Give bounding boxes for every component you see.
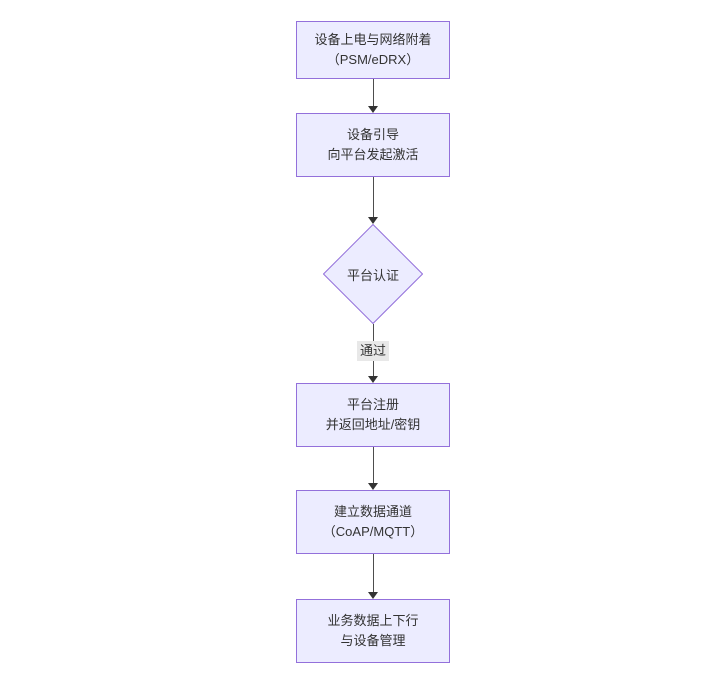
node-label-line1: 平台注册 xyxy=(346,397,399,412)
node-label-line1: 建立数据通道 xyxy=(333,504,412,519)
edge-line xyxy=(372,177,374,217)
node-label-line1: 设备引导 xyxy=(346,127,399,142)
node-bootstrap: 设备引导 向平台发起激活 xyxy=(296,113,450,177)
node-business-mgmt: 业务数据上下行 与设备管理 xyxy=(296,599,450,663)
edge-line xyxy=(372,554,374,592)
edge-auth-to-register: 通过 xyxy=(356,324,390,383)
arrowhead-down-icon xyxy=(368,376,378,383)
edge-line xyxy=(372,79,374,106)
node-power-attach: 设备上电与网络附着 （PSM/eDRX） xyxy=(296,21,450,79)
node-label-line2: 并返回地址/密钥 xyxy=(325,417,421,432)
node-label-line1: 业务数据上下行 xyxy=(327,613,419,628)
node-label-line1: 设备上电与网络附着 xyxy=(314,32,432,47)
node-label-line2: 向平台发起激活 xyxy=(327,147,419,162)
edge-power-to-bootstrap xyxy=(368,79,378,113)
node-label-line2: 与设备管理 xyxy=(340,633,406,648)
edge-channel-to-business xyxy=(368,554,378,599)
arrowhead-down-icon xyxy=(368,483,378,490)
node-data-channel: 建立数据通道 （CoAP/MQTT） xyxy=(296,490,450,554)
node-platform-auth: 平台认证 xyxy=(323,224,423,324)
edge-line xyxy=(372,447,374,483)
arrowhead-down-icon xyxy=(368,592,378,599)
edge-label-pass: 通过 xyxy=(356,341,390,362)
arrowhead-down-icon xyxy=(368,106,378,113)
node-label-line2: （CoAP/MQTT） xyxy=(322,524,424,539)
edge-register-to-channel xyxy=(368,447,378,490)
node-label-line2: （PSM/eDRX） xyxy=(326,52,420,67)
node-label: 平台认证 xyxy=(346,267,399,283)
flowchart-column: 设备上电与网络附着 （PSM/eDRX） 设备引导 向平台发起激活 平台认证 通… xyxy=(296,21,450,663)
arrowhead-down-icon xyxy=(368,217,378,224)
edge-bootstrap-to-auth xyxy=(368,177,378,224)
node-platform-register: 平台注册 并返回地址/密钥 xyxy=(296,383,450,447)
diamond-shape xyxy=(323,224,423,324)
